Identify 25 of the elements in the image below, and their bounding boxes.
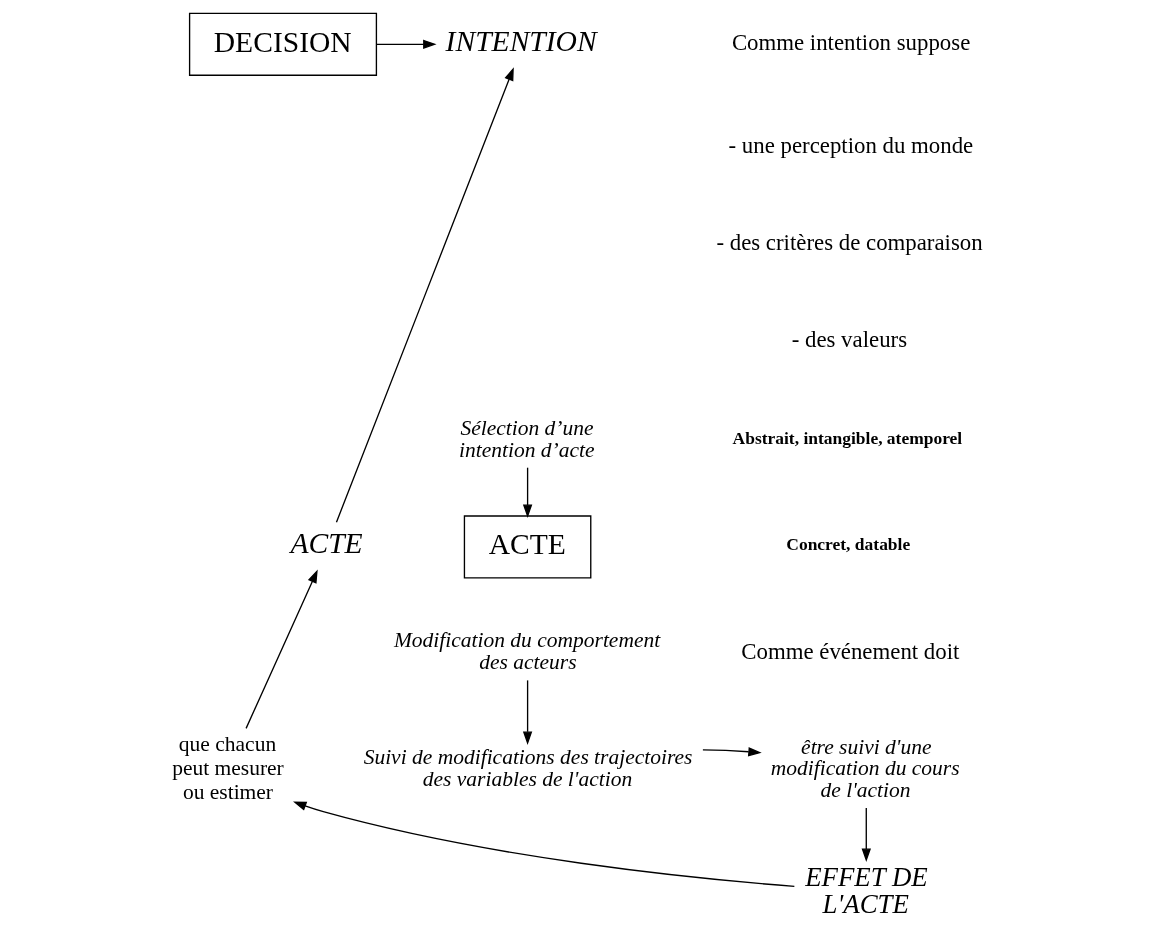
arrow — [522, 679, 533, 745]
node-text: INTENTION — [445, 24, 597, 57]
arrow — [335, 67, 514, 523]
node-text: Sélection d’une intention d’acte — [459, 416, 595, 462]
label: - des valeurs — [791, 326, 908, 352]
node-text: ACTE — [290, 527, 363, 560]
node-box: DECISION — [188, 12, 378, 76]
label: Concret, datable — [786, 534, 911, 555]
arrow — [522, 467, 533, 518]
arrow — [245, 569, 318, 730]
node-text: Modification du comportement des acteurs — [393, 628, 661, 674]
arrow — [375, 39, 437, 50]
arrow — [861, 807, 871, 862]
node-text: que chacun peut mesurer ou estimer — [172, 731, 284, 805]
label: - des critères de comparaison — [716, 230, 983, 256]
label: - une perception du monde — [728, 133, 974, 159]
arrow — [702, 747, 762, 757]
label: Abstrait, intangible, atemporel — [732, 428, 963, 448]
label: Comme intention suppose — [731, 29, 971, 55]
label: Comme événement doit — [741, 638, 960, 664]
node-text: EFFET DE L'ACTE — [805, 861, 928, 919]
node-text: Suivi de modifications des trajectoires des variables de l'action — [363, 745, 693, 791]
arrow — [293, 801, 796, 887]
node-box: ACTE — [463, 515, 592, 579]
node-text: être suivi d'une modification du cours de l'action — [770, 734, 960, 802]
